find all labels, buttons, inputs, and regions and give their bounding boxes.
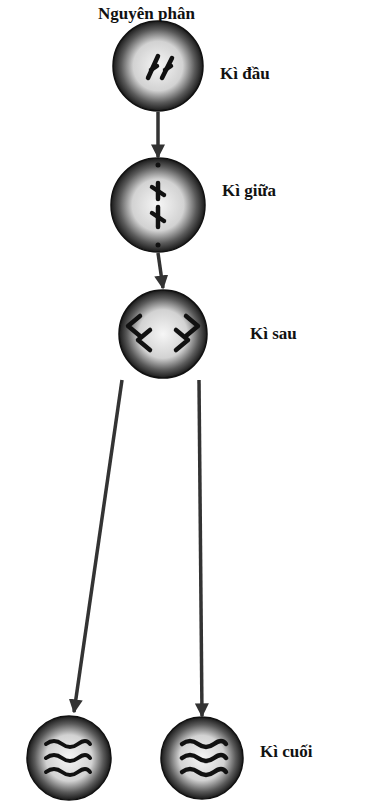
cell-drawing (110, 157, 206, 253)
split-arrow (74, 380, 122, 712)
cell-stage: Kì cuối (160, 716, 244, 800)
stage-label: Kì giữa (220, 181, 278, 201)
cell-stage: Kì đầu (112, 20, 204, 112)
stage-arrow (156, 112, 160, 157)
cell-stage: Kì giữa (110, 157, 206, 253)
stage-arrow (199, 380, 202, 716)
cell-drawing (88, 288, 238, 380)
diagram-title: Nguyên phân (98, 4, 195, 24)
stage-arrow (158, 253, 163, 288)
stage-label: Kì đầu (218, 64, 272, 84)
cell-drawing (112, 20, 204, 112)
cell-drawing (160, 716, 244, 800)
daughter-cell (27, 716, 111, 800)
stage-label: Kì cuối (258, 742, 314, 762)
cell-stage: Kì sau (88, 288, 238, 380)
stage-label: Kì sau (248, 324, 299, 344)
